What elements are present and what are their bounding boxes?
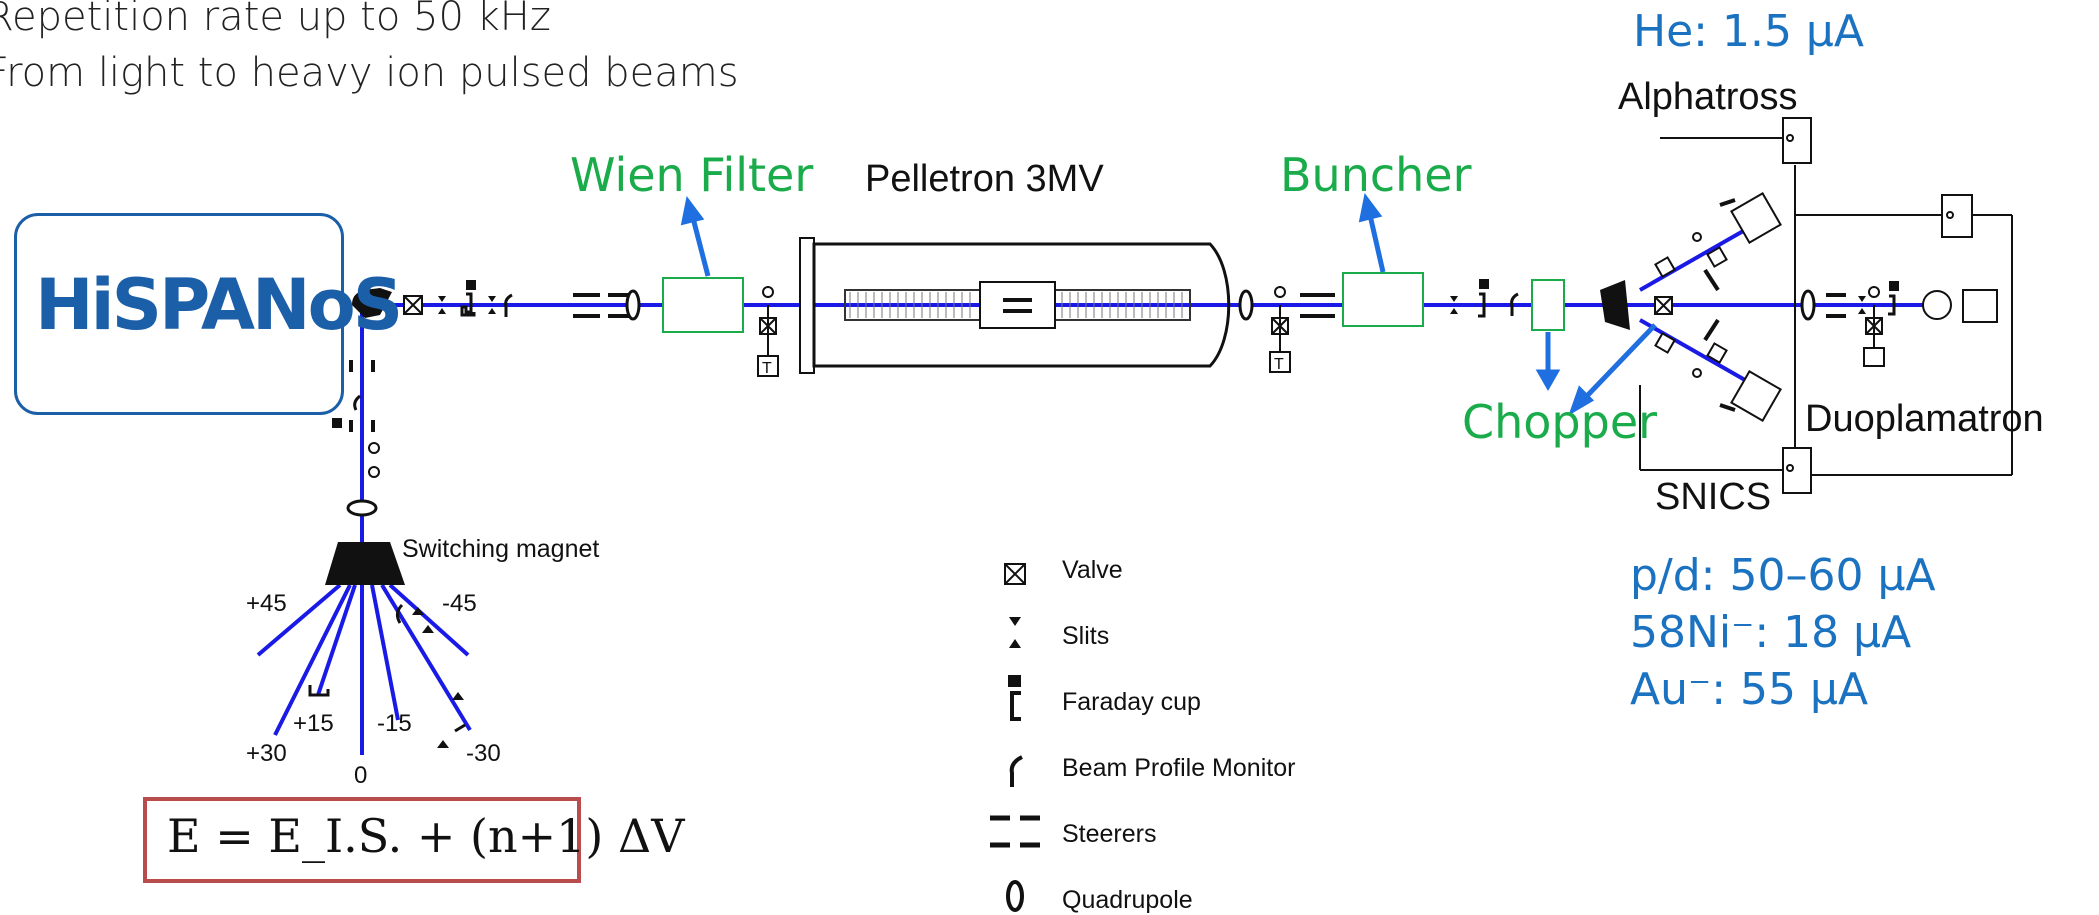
duoplasmatron-box	[1962, 289, 1998, 323]
wien-filter-label: Wien Filter	[570, 148, 814, 202]
svg-text:T: T	[1274, 356, 1284, 373]
legend-steerers: Steerers	[1062, 820, 1157, 848]
duoplasmatron-label: Duoplamatron	[1805, 398, 2044, 440]
logo: HiSPANoS	[14, 213, 403, 415]
wien-filter-arrow	[690, 217, 711, 277]
alphatross-label: Alphatross	[1618, 76, 1798, 118]
beam-plus45	[256, 583, 342, 657]
snics-current-pd: p/d: 50–60 µA	[1630, 550, 1936, 601]
valve-1	[403, 295, 423, 315]
legend-valve: Valve	[1062, 556, 1123, 584]
angle-0: 0	[354, 762, 368, 789]
beam-plus15	[316, 584, 357, 696]
angle-plus30: +30	[246, 740, 287, 767]
pelletron-tank	[812, 242, 1231, 368]
svg-text:T: T	[762, 360, 772, 377]
source-box-lower	[1730, 370, 1782, 422]
energy-formula-box: E = E_I.S. + (n+1) ΔV	[143, 797, 684, 883]
legend-beam-profile-monitor: Beam Profile Monitor	[1062, 754, 1296, 782]
chopper-box	[1531, 279, 1565, 331]
quadrupoles-group	[346, 289, 1816, 517]
injection-beam-upper	[1639, 228, 1746, 292]
note-repetition-rate: Repetition rate up to 50 kHz	[0, 0, 551, 40]
logo-text: HiSPANoS	[35, 264, 403, 346]
beam-minus30	[380, 583, 472, 732]
pump-3	[1863, 347, 1885, 367]
ion-source-magnet	[1600, 280, 1630, 330]
slits-group	[438, 296, 1866, 314]
faraday-cups-group	[332, 279, 1899, 428]
switching-magnet	[325, 542, 405, 585]
snics-label: SNICS	[1655, 476, 1772, 518]
wien-filter-box	[662, 277, 744, 333]
energy-formula: E = E_I.S. + (n+1) ΔV	[167, 809, 685, 863]
source-box-upper	[1730, 192, 1782, 244]
snics-current-au: Au⁻: 55 µA	[1630, 664, 1869, 715]
note-pulsed-beams: From light to heavy ion pulsed beams	[0, 50, 739, 96]
alphatross-current: He: 1.5 µA	[1633, 6, 1865, 57]
steerers-group	[349, 293, 1846, 432]
angle-minus45: -45	[442, 590, 477, 617]
buncher-box	[1342, 272, 1424, 327]
pelletron-label: Pelletron 3MV	[865, 158, 1104, 200]
beam-minus15	[370, 584, 400, 721]
angle-plus45: +45	[246, 590, 287, 617]
beam-profile-monitors-group	[353, 292, 1519, 411]
pelletron-flange	[799, 237, 815, 374]
beam-minus45	[388, 583, 470, 657]
angle-plus15: +15	[293, 710, 334, 737]
injection-beam-lower	[1639, 318, 1746, 382]
legend-slits: Slits	[1062, 622, 1110, 650]
slits-icon	[1009, 617, 1021, 648]
valve-4	[1654, 296, 1673, 315]
legend-faraday-cup: Faraday cup	[1062, 688, 1201, 716]
buncher-label: Buncher	[1280, 148, 1472, 202]
bending-magnet-top	[352, 288, 392, 318]
beam-profile-monitor-icon	[1009, 755, 1023, 787]
snics-current-ni: 58Ni⁻: 18 µA	[1630, 607, 1912, 658]
legend-icons	[1004, 563, 1026, 585]
beam-plus30	[273, 584, 352, 736]
ion-source-frame	[1639, 137, 2013, 476]
duoplasmatron-ring	[1922, 290, 1952, 320]
faraday-cup-icon	[1008, 675, 1021, 721]
steerers-icon	[990, 815, 1040, 848]
pelletron-terminal	[979, 281, 1056, 329]
chopper-label: Chopper	[1462, 395, 1658, 449]
angle-minus30: -30	[466, 740, 501, 767]
angle-minus15: -15	[377, 710, 412, 737]
chopper-arrow-magnet	[1583, 323, 1657, 400]
pelletron-column-hatching	[849, 292, 1183, 318]
valve-icon	[1004, 563, 1026, 585]
buncher-arrow	[1367, 214, 1386, 273]
quadrupole-icon	[1006, 880, 1024, 912]
switching-magnet-label: Switching magnet	[402, 535, 600, 563]
legend-quadrupole: Quadrupole	[1062, 886, 1193, 914]
